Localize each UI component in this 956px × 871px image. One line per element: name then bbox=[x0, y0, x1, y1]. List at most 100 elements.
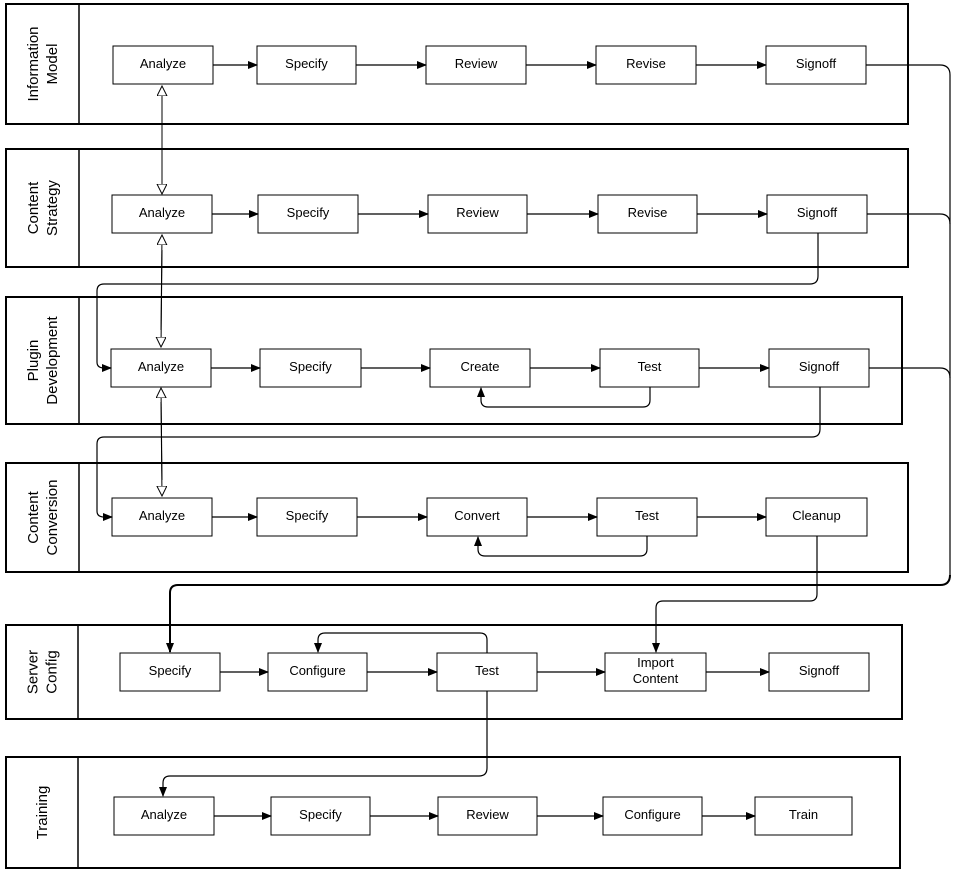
lane-title-line: Strategy bbox=[44, 180, 61, 236]
step-specify[interactable]: Specify bbox=[270, 796, 371, 836]
step-specify[interactable]: Specify bbox=[119, 652, 221, 692]
step-box bbox=[597, 194, 698, 234]
step-configure[interactable]: Configure bbox=[267, 652, 368, 692]
plugin-to-conversion-connector bbox=[96, 387, 821, 521]
step-label-line: Review bbox=[466, 807, 509, 822]
step-box bbox=[429, 348, 531, 388]
step-configure[interactable]: Configure bbox=[602, 796, 703, 836]
step-box bbox=[595, 45, 697, 85]
step-label: Analyze bbox=[138, 359, 184, 374]
step-convert[interactable]: Convert bbox=[426, 497, 528, 537]
step-test[interactable]: Test bbox=[596, 497, 698, 537]
step-label: Analyze bbox=[141, 807, 187, 822]
step-signoff[interactable]: Signoff bbox=[765, 45, 867, 85]
analyze-association bbox=[161, 249, 162, 347]
step-analyze[interactable]: Analyze bbox=[111, 194, 213, 234]
step-label-line: Analyze bbox=[138, 359, 184, 374]
step-label-line: Specify bbox=[149, 663, 192, 678]
step-analyze[interactable]: Analyze bbox=[111, 497, 213, 537]
step-label-line: Test bbox=[475, 663, 499, 678]
step-label: Review bbox=[466, 807, 509, 822]
step-label: Revise bbox=[626, 56, 666, 71]
step-label-line: Revise bbox=[628, 205, 668, 220]
step-revise[interactable]: Revise bbox=[597, 194, 698, 234]
step-label: Signoff bbox=[796, 56, 837, 71]
step-signoff[interactable]: Signoff bbox=[768, 652, 870, 692]
step-specify[interactable]: Specify bbox=[257, 194, 359, 234]
step-box bbox=[112, 45, 214, 85]
step-label: Configure bbox=[289, 663, 345, 678]
step-box bbox=[604, 652, 707, 692]
step-specify[interactable]: Specify bbox=[259, 348, 362, 388]
step-specify[interactable]: Specify bbox=[256, 497, 358, 537]
step-box bbox=[111, 194, 213, 234]
step-label-line: Revise bbox=[626, 56, 666, 71]
step-label: Cleanup bbox=[792, 508, 840, 523]
cleanup-to-import-connector bbox=[652, 536, 818, 653]
lane-title-line: Plugin bbox=[25, 340, 42, 382]
step-train[interactable]: Train bbox=[754, 796, 853, 836]
step-revise[interactable]: Revise bbox=[595, 45, 697, 85]
lane-title-line: Config bbox=[44, 650, 61, 693]
step-label: Revise bbox=[628, 205, 668, 220]
step-review[interactable]: Review bbox=[425, 45, 527, 85]
step-box bbox=[110, 348, 212, 388]
step-label: Review bbox=[456, 205, 499, 220]
step-review[interactable]: Review bbox=[427, 194, 528, 234]
step-analyze[interactable]: Analyze bbox=[112, 45, 214, 85]
step-signoff[interactable]: Signoff bbox=[766, 194, 868, 234]
step-review[interactable]: Review bbox=[437, 796, 538, 836]
step-label: Test bbox=[638, 359, 662, 374]
step-label-line: Signoff bbox=[799, 663, 840, 678]
step-analyze[interactable]: Analyze bbox=[110, 348, 212, 388]
step-specify[interactable]: Specify bbox=[256, 45, 357, 85]
step-signoff[interactable]: Signoff bbox=[768, 348, 870, 388]
step-label-line: Train bbox=[789, 807, 818, 822]
step-label: Specify bbox=[149, 663, 192, 678]
lane-title-line: Content bbox=[25, 490, 42, 543]
step-test[interactable]: Test bbox=[599, 348, 700, 388]
step-label-line: Signoff bbox=[796, 56, 837, 71]
lane-title-line: Content bbox=[25, 181, 42, 234]
step-label-line: Create bbox=[460, 359, 499, 374]
lane-title-line: Server bbox=[25, 650, 42, 694]
test-to-create-loop bbox=[477, 387, 651, 408]
step-label-line: Convert bbox=[454, 508, 500, 523]
analyze-association bbox=[161, 401, 162, 496]
step-label-line: Cleanup bbox=[792, 508, 840, 523]
step-box bbox=[257, 194, 359, 234]
step-label: Specify bbox=[289, 359, 332, 374]
step-box bbox=[259, 348, 362, 388]
step-label: Review bbox=[455, 56, 498, 71]
step-label-line: Analyze bbox=[141, 807, 187, 822]
lane-title: Training bbox=[34, 786, 51, 840]
test-to-convert-loop bbox=[474, 536, 648, 557]
step-label-line: Configure bbox=[289, 663, 345, 678]
step-box bbox=[256, 45, 357, 85]
step-box bbox=[426, 497, 528, 537]
step-label-line: Specify bbox=[285, 56, 328, 71]
step-label: Signoff bbox=[799, 359, 840, 374]
step-label: Create bbox=[460, 359, 499, 374]
step-label: Specify bbox=[299, 807, 342, 822]
step-label: Signoff bbox=[797, 205, 838, 220]
step-label-line: Analyze bbox=[140, 56, 186, 71]
step-create[interactable]: Create bbox=[429, 348, 531, 388]
strategy-signoff-connector bbox=[867, 213, 951, 225]
step-box bbox=[766, 194, 868, 234]
step-test[interactable]: Test bbox=[436, 652, 538, 692]
step-box bbox=[754, 796, 853, 836]
step-label-line: Analyze bbox=[139, 205, 185, 220]
step-label: Test bbox=[635, 508, 659, 523]
step-label: Specify bbox=[285, 56, 328, 71]
step-analyze[interactable]: Analyze bbox=[113, 796, 215, 836]
step-label-line: Configure bbox=[624, 807, 680, 822]
step-label-line: Import bbox=[637, 655, 674, 670]
step-label-line: Test bbox=[635, 508, 659, 523]
step-cleanup[interactable]: Cleanup bbox=[765, 497, 868, 537]
